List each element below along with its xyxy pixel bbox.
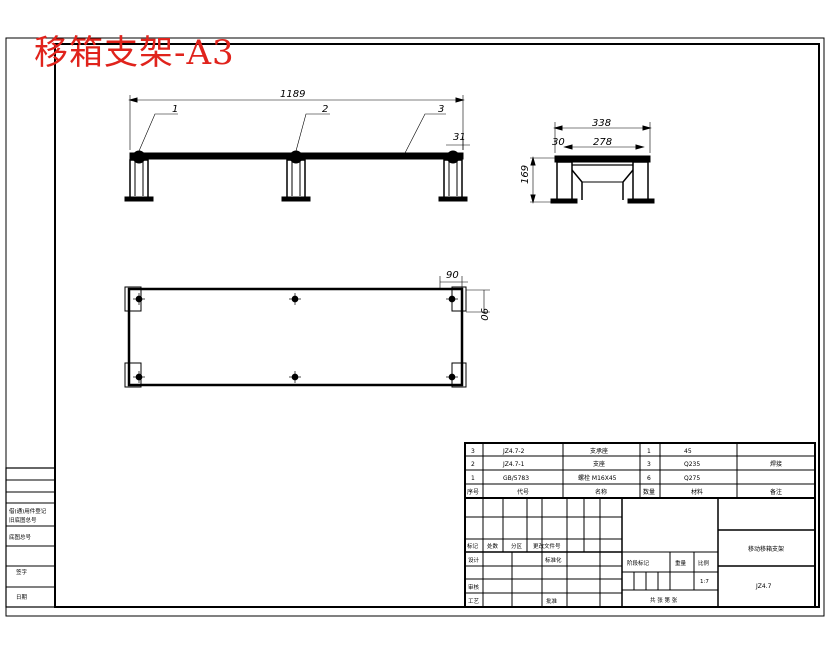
left-strip-label-5: 日期 <box>16 594 28 601</box>
plan-view <box>124 276 490 388</box>
dim-side-offset: 30 <box>552 137 565 148</box>
bom-header-name: 名称 <box>595 488 607 496</box>
inner-frame <box>54 43 820 608</box>
drawing-name: 移动移箱支架 <box>748 545 784 553</box>
drawing-title-banner: 移箱支架-A3 <box>34 33 235 73</box>
bom-row-2-code: JZ4.7-1 <box>502 461 525 468</box>
tb-weight: 重量 <box>675 559 687 567</box>
tb-design: 设计 <box>468 556 480 564</box>
bom-row-1-material: 45 <box>684 448 692 455</box>
bom-header-material: 材料 <box>691 488 703 496</box>
callout-3: 3 <box>438 104 444 115</box>
dim-side-width: 338 <box>592 118 611 129</box>
outer-frame <box>5 37 825 617</box>
tb-scale-value: 1:7 <box>700 579 709 585</box>
bom-row-2-name: 支座 <box>593 460 605 468</box>
dim-side-inner: 278 <box>593 137 612 148</box>
tb-mark: 标记 <box>467 542 479 550</box>
bom-row-2-material: Q235 <box>684 461 700 468</box>
side-view <box>530 122 655 204</box>
dim-front-end: 31 <box>453 132 466 143</box>
dim-side-height: 169 <box>520 165 531 184</box>
tb-process: 工艺 <box>468 598 480 605</box>
tb-change-doc: 更改文件号 <box>533 542 561 550</box>
callout-1: 1 <box>172 104 178 115</box>
tb-approve: 批准 <box>546 597 558 605</box>
bom-row-3-name: 螺栓 M16X45 <box>578 474 617 482</box>
bom-row-1-code: JZ4.7-2 <box>502 448 525 455</box>
tb-stage-mark: 阶段标记 <box>627 559 650 567</box>
left-strip <box>5 467 56 608</box>
left-strip-label-4: 签字 <box>16 568 28 576</box>
tb-scale: 比例 <box>698 559 710 567</box>
front-leg-middle <box>281 150 311 202</box>
title-block-grid <box>464 497 816 608</box>
bom-row-3-code: GB/5783 <box>503 475 529 482</box>
dim-front-length: 1189 <box>280 89 305 100</box>
bom-header-code: 代号 <box>517 488 529 496</box>
bom-row-3-material: Q275 <box>684 475 700 482</box>
left-strip-label-1: 借(通)用件登记 <box>9 507 47 515</box>
front-leg-left <box>124 150 154 202</box>
dim-plan-y: 90 <box>478 308 489 321</box>
bom-row-2-note: 焊接 <box>770 460 782 468</box>
bom-row-2-no: 2 <box>471 461 475 468</box>
bom-header-note: 备注 <box>770 488 782 496</box>
bom-row-1-qty: 1 <box>647 448 651 455</box>
front-view <box>124 95 470 202</box>
tb-zone: 分区 <box>511 542 523 550</box>
bom-row-1-name: 支承座 <box>590 447 608 455</box>
dim-plan-x: 90 <box>446 270 459 281</box>
tb-count: 处数 <box>487 542 499 550</box>
tb-standard: 标准化 <box>545 556 562 564</box>
front-leg-right <box>438 150 468 202</box>
left-strip-label-2: 旧底图总号 <box>9 516 37 524</box>
bom-row-1-no: 3 <box>471 448 475 455</box>
tb-sheets: 共 张 第 张 <box>650 596 678 604</box>
left-strip-label-3: 底图总号 <box>9 533 32 541</box>
bom-row-3-no: 1 <box>471 475 475 482</box>
bom-header-no: 序号 <box>467 488 479 496</box>
bom-header-qty: 数量 <box>643 488 655 496</box>
callout-2: 2 <box>322 104 328 115</box>
drawing-number: JZ4.7 <box>755 583 772 590</box>
bom-row-2-qty: 3 <box>647 461 651 468</box>
tb-review: 审核 <box>468 583 480 591</box>
bom-row-3-qty: 6 <box>647 475 651 482</box>
